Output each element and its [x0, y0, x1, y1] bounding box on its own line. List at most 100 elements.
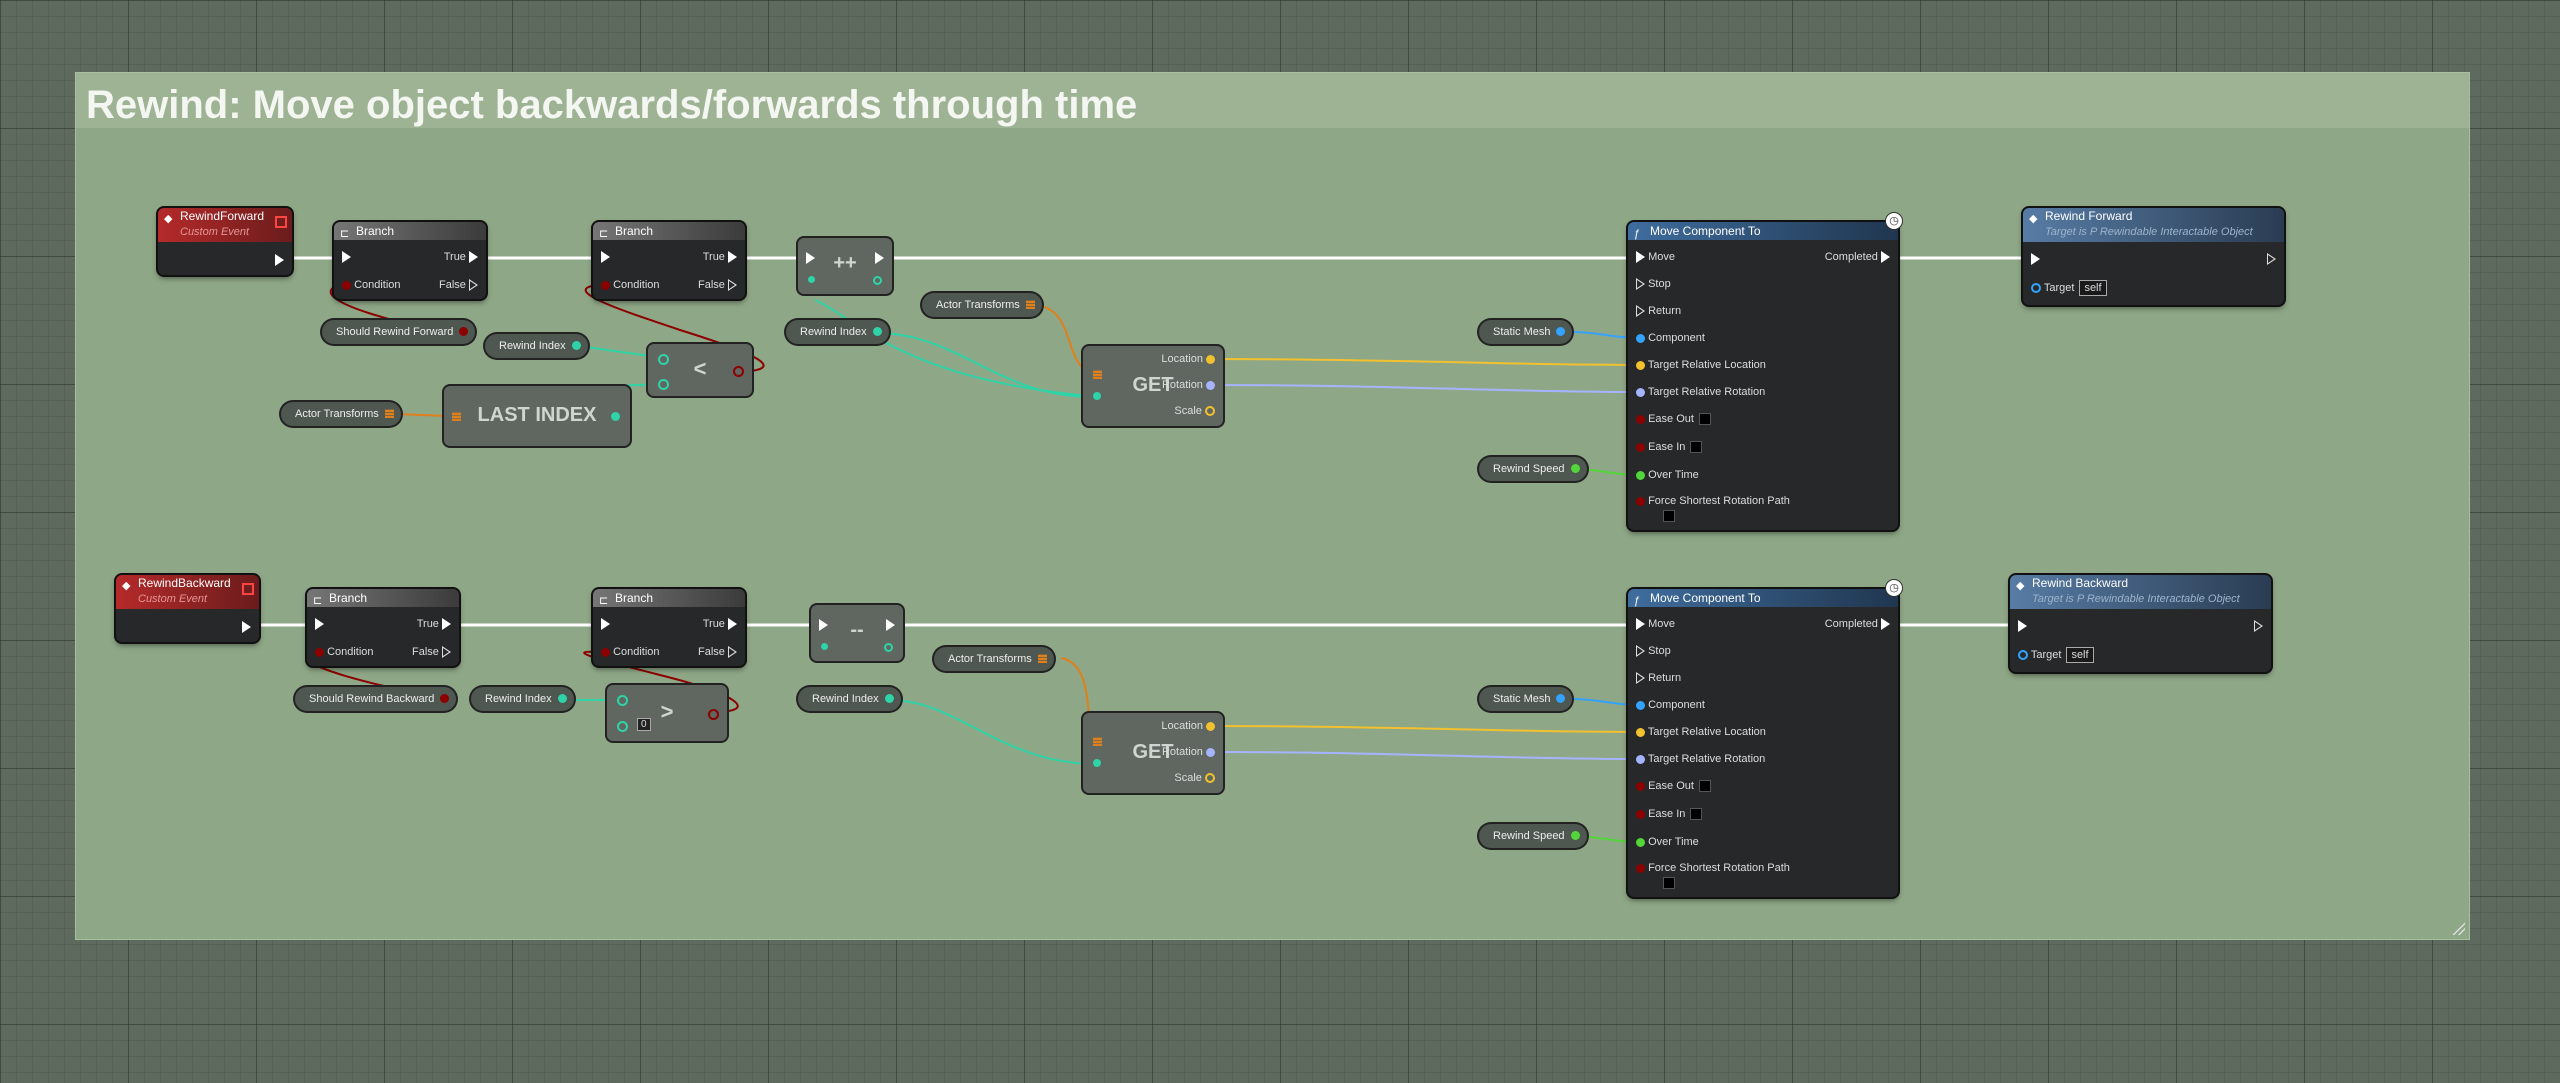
component-pin[interactable]: Component	[1636, 331, 1705, 345]
exec-in-pin[interactable]	[819, 619, 828, 631]
move-pin[interactable]: Move	[1636, 250, 1675, 264]
return-pin[interactable]: Return	[1636, 304, 1681, 318]
exec-out-pin[interactable]	[275, 253, 284, 267]
target-rotation-pin[interactable]: Target Relative Rotation	[1636, 385, 1765, 399]
delegate-pin-icon[interactable]	[242, 583, 254, 595]
bool-out-pin[interactable]	[733, 366, 744, 377]
completed-pin[interactable]: Completed	[1825, 250, 1890, 264]
target-rotation-pin[interactable]: Target Relative Rotation	[1636, 752, 1765, 766]
ease-in-pin[interactable]: Ease In	[1636, 440, 1703, 454]
index-in-pin[interactable]	[1093, 759, 1101, 767]
force-shortest-pin[interactable]: Force Shortest Rotation Path	[1636, 494, 1790, 508]
ease-out-pin[interactable]: Ease Out	[1636, 779, 1711, 793]
false-pin[interactable]: False	[698, 645, 737, 659]
exec-out-pin[interactable]	[875, 252, 884, 264]
decrement-node[interactable]: --	[811, 605, 903, 661]
ease-in-pin[interactable]: Ease In	[1636, 807, 1703, 821]
index-in-pin[interactable]	[1093, 392, 1101, 400]
condition-pin[interactable]: Condition	[601, 278, 660, 292]
should-rewind-forward-var[interactable]: Should Rewind Forward	[322, 320, 476, 344]
resize-grip-icon[interactable]	[2451, 921, 2465, 935]
exec-out-pin[interactable]	[2254, 619, 2263, 633]
exec-in-pin[interactable]	[806, 252, 815, 264]
branch-node-3[interactable]: ⊏Branch True Condition False	[307, 589, 459, 666]
ease-in-checkbox[interactable]	[1690, 441, 1703, 454]
force-shortest-checkbox[interactable]	[1663, 877, 1675, 889]
exec-in-pin[interactable]	[315, 617, 324, 631]
int-in-pin[interactable]	[821, 643, 828, 650]
ease-out-checkbox[interactable]	[1698, 413, 1711, 426]
true-pin[interactable]: True	[703, 250, 737, 264]
actor-transforms-var[interactable]: Actor Transforms	[281, 402, 401, 426]
false-pin[interactable]: False	[412, 645, 451, 659]
array-get-node[interactable]: GET Location Rotation Scale	[1083, 713, 1223, 793]
scale-pin[interactable]: Scale	[1174, 404, 1215, 418]
condition-pin[interactable]: Condition	[342, 278, 401, 292]
rewind-speed-var[interactable]: Rewind Speed	[1479, 457, 1587, 481]
target-location-pin[interactable]: Target Relative Location	[1636, 725, 1766, 739]
increment-node[interactable]: ++	[798, 238, 892, 294]
less-than-node[interactable]: <	[648, 344, 752, 396]
rewind-speed-var[interactable]: Rewind Speed	[1479, 824, 1587, 848]
rewind-forward-call-node[interactable]: ◆ Rewind Forward Target is P Rewindable …	[2023, 208, 2284, 305]
array-in-pin[interactable]	[1093, 737, 1102, 746]
true-pin[interactable]: True	[417, 617, 451, 631]
branch-node-1[interactable]: ⊏Branch True Condition False	[334, 222, 486, 299]
rewind-index-var[interactable]: Rewind Index	[485, 334, 588, 358]
static-mesh-var[interactable]: Static Mesh	[1479, 687, 1573, 711]
delegate-pin-icon[interactable]	[275, 216, 287, 228]
branch-node-4[interactable]: ⊏Branch True Condition False	[593, 589, 745, 666]
self-field[interactable]: self	[2066, 647, 2094, 663]
exec-in-pin[interactable]	[601, 617, 610, 631]
exec-out-pin[interactable]	[242, 620, 251, 634]
stop-pin[interactable]: Stop	[1636, 277, 1671, 291]
condition-pin[interactable]: Condition	[315, 645, 374, 659]
actor-transforms-var[interactable]: Actor Transforms	[922, 293, 1042, 317]
custom-event-rewind-backward[interactable]: ◆ RewindBackward Custom Event	[116, 575, 259, 642]
int-in-pin[interactable]	[658, 354, 669, 365]
false-pin[interactable]: False	[698, 278, 737, 292]
move-pin[interactable]: Move	[1636, 617, 1675, 631]
component-pin[interactable]: Component	[1636, 698, 1705, 712]
int-out-pin[interactable]	[873, 276, 882, 285]
rewind-index-var[interactable]: Rewind Index	[471, 687, 574, 711]
rewind-backward-call-node[interactable]: ◆ Rewind Backward Target is P Rewindable…	[2010, 575, 2271, 672]
array-in-pin[interactable]	[1093, 370, 1102, 379]
rewind-index-var[interactable]: Rewind Index	[798, 687, 901, 711]
exec-out-pin[interactable]	[886, 619, 895, 631]
self-field[interactable]: self	[2079, 280, 2107, 296]
int-out-pin[interactable]	[884, 643, 893, 652]
should-rewind-backward-var[interactable]: Should Rewind Backward	[295, 687, 457, 711]
stop-pin[interactable]: Stop	[1636, 644, 1671, 658]
location-pin[interactable]: Location	[1161, 719, 1215, 733]
rotation-pin[interactable]: Rotation	[1162, 745, 1215, 759]
ease-out-pin[interactable]: Ease Out	[1636, 412, 1711, 426]
int-in-pin[interactable]	[617, 695, 628, 706]
return-pin[interactable]: Return	[1636, 671, 1681, 685]
true-pin[interactable]: True	[444, 250, 478, 264]
int-out-pin[interactable]	[611, 412, 620, 421]
int-in-pin[interactable]	[658, 379, 669, 390]
scale-pin[interactable]: Scale	[1174, 771, 1215, 785]
comment-title[interactable]: Rewind: Move object backwards/forwards t…	[76, 73, 2469, 128]
true-pin[interactable]: True	[703, 617, 737, 631]
static-mesh-var[interactable]: Static Mesh	[1479, 320, 1573, 344]
rewind-index-var[interactable]: Rewind Index	[786, 320, 889, 344]
location-pin[interactable]: Location	[1161, 352, 1215, 366]
rotation-pin[interactable]: Rotation	[1162, 378, 1215, 392]
branch-node-2[interactable]: ⊏Branch True Condition False	[593, 222, 745, 299]
bool-out-pin[interactable]	[708, 709, 719, 720]
target-location-pin[interactable]: Target Relative Location	[1636, 358, 1766, 372]
int-in-pin[interactable]	[617, 721, 628, 732]
ease-in-checkbox[interactable]	[1690, 808, 1703, 821]
over-time-pin[interactable]: Over Time	[1636, 835, 1699, 849]
exec-in-pin[interactable]	[2031, 252, 2040, 266]
exec-in-pin[interactable]	[2018, 619, 2027, 633]
greater-than-node[interactable]: 0 >	[607, 685, 727, 741]
custom-event-rewind-forward[interactable]: ◆ RewindForward Custom Event	[158, 208, 292, 275]
condition-pin[interactable]: Condition	[601, 645, 660, 659]
